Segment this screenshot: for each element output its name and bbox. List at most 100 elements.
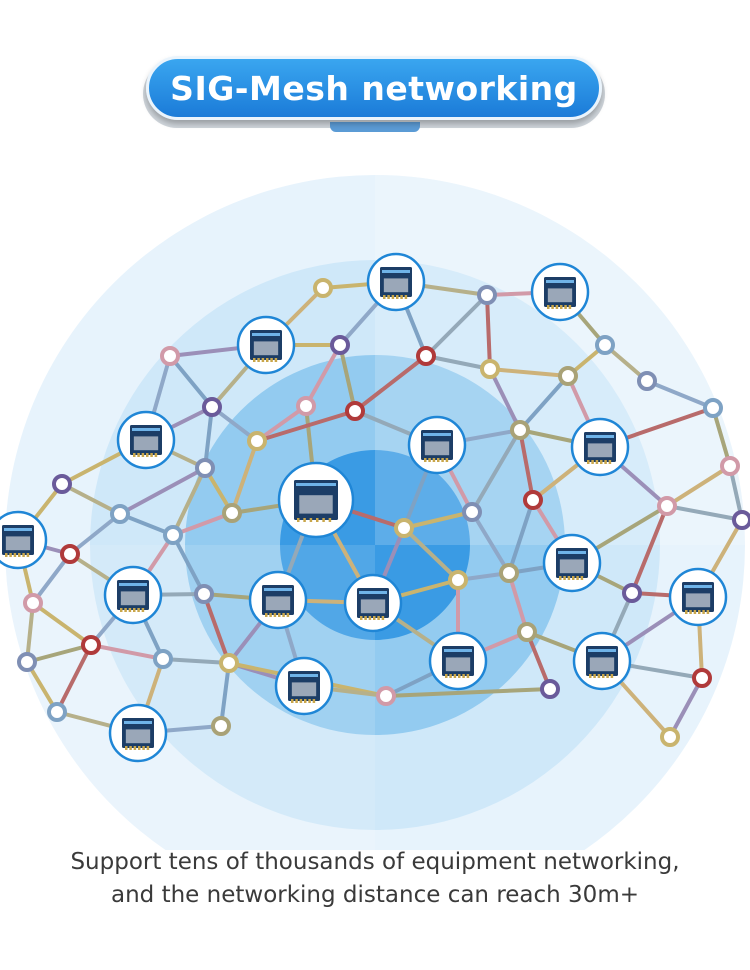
mesh-link	[55, 643, 93, 714]
mesh-device-icon	[570, 417, 630, 477]
mesh-node	[480, 359, 500, 379]
mesh-device-icon	[668, 567, 728, 627]
mesh-link	[665, 464, 732, 508]
mesh-link	[424, 293, 489, 358]
mesh-link	[255, 404, 308, 443]
mesh-node	[81, 635, 101, 655]
mesh-link	[402, 510, 474, 530]
mesh-node	[720, 456, 740, 476]
mesh-link	[171, 511, 234, 537]
mesh-link	[630, 504, 669, 595]
mesh-node	[313, 278, 333, 298]
mesh-link	[668, 676, 704, 739]
title-pill: SIG-Mesh networking	[146, 56, 602, 120]
mesh-link	[488, 367, 522, 432]
range-rings	[5, 175, 745, 850]
mesh-node	[222, 503, 242, 523]
mesh-node	[657, 496, 677, 516]
mesh-device-icon	[530, 262, 590, 322]
mesh-device-icon	[103, 565, 163, 625]
mesh-node	[448, 570, 468, 590]
mesh-link	[507, 571, 529, 634]
mesh-node	[732, 510, 750, 530]
mesh-nodes	[17, 278, 750, 747]
mesh-node	[163, 525, 183, 545]
mesh-device-icon	[366, 252, 426, 312]
mesh-node	[637, 371, 657, 391]
mesh-node	[296, 396, 316, 416]
mesh-link	[424, 354, 492, 371]
mesh-node	[202, 397, 222, 417]
mesh-node	[462, 502, 482, 522]
mesh-link	[665, 504, 744, 522]
mesh-link	[219, 661, 231, 728]
mesh-device-icon	[116, 410, 176, 470]
mesh-link	[255, 409, 357, 443]
mesh-node	[160, 346, 180, 366]
mesh-link	[202, 592, 231, 665]
mesh-link	[507, 498, 535, 575]
mesh-link	[645, 379, 715, 410]
mesh-node	[660, 727, 680, 747]
mesh-node	[195, 458, 215, 478]
mesh-link	[60, 482, 122, 516]
mesh-link	[518, 428, 535, 502]
mesh-devices	[0, 252, 728, 763]
mesh-device-icon	[407, 415, 467, 475]
mesh-link	[68, 512, 122, 556]
mesh-link	[31, 552, 72, 605]
mesh-link	[402, 526, 460, 582]
caption-line-1: Support tens of thousands of equipment n…	[70, 849, 680, 875]
mesh-node	[211, 716, 231, 736]
mesh-link	[25, 643, 93, 664]
mesh-node	[703, 398, 723, 418]
mesh-device-icon	[428, 631, 488, 691]
mesh-device-icon	[236, 315, 296, 375]
title-tab	[330, 122, 420, 132]
mesh-node	[247, 431, 267, 451]
mesh-node	[17, 652, 37, 672]
mesh-node	[219, 653, 239, 673]
mesh-device-icon	[108, 703, 168, 763]
mesh-device-icon	[274, 656, 334, 716]
mesh-node	[523, 490, 543, 510]
mesh-node	[47, 702, 67, 722]
caption: Support tens of thousands of equipment n…	[0, 846, 750, 912]
mesh-node	[60, 544, 80, 564]
mesh-link	[31, 601, 93, 647]
mesh-link	[161, 657, 231, 665]
mesh-link	[230, 439, 259, 515]
mesh-node	[416, 346, 436, 366]
mesh-node	[23, 593, 43, 613]
mesh-node	[376, 686, 396, 706]
mesh-device-icon	[343, 573, 403, 633]
mesh-link	[171, 466, 207, 537]
title-banner: SIG-Mesh networking	[143, 56, 605, 134]
mesh-link	[171, 533, 206, 596]
mesh-node	[194, 584, 214, 604]
mesh-node	[517, 622, 537, 642]
mesh-node	[110, 504, 130, 524]
mesh-link	[118, 466, 207, 516]
mesh-link	[470, 428, 522, 514]
mesh-link	[485, 293, 492, 371]
mesh-link	[89, 643, 165, 661]
mesh-device-icon	[0, 510, 48, 570]
ring-shade-quadrant	[375, 175, 745, 545]
mesh-link	[525, 630, 552, 691]
mesh-link	[353, 354, 428, 413]
mesh-node	[540, 679, 560, 699]
mesh-node	[345, 401, 365, 421]
mesh-node	[153, 649, 173, 669]
mesh-device-icon	[277, 461, 355, 539]
mesh-node	[622, 583, 642, 603]
mesh-node	[52, 474, 72, 494]
mesh-node	[499, 563, 519, 583]
mesh-node	[510, 420, 530, 440]
mesh-link	[384, 687, 552, 698]
mesh-link	[304, 343, 342, 408]
mesh-link	[711, 406, 732, 468]
mesh-link	[518, 374, 570, 432]
mesh-link	[488, 367, 570, 378]
page-title: SIG-Mesh networking	[170, 68, 578, 108]
